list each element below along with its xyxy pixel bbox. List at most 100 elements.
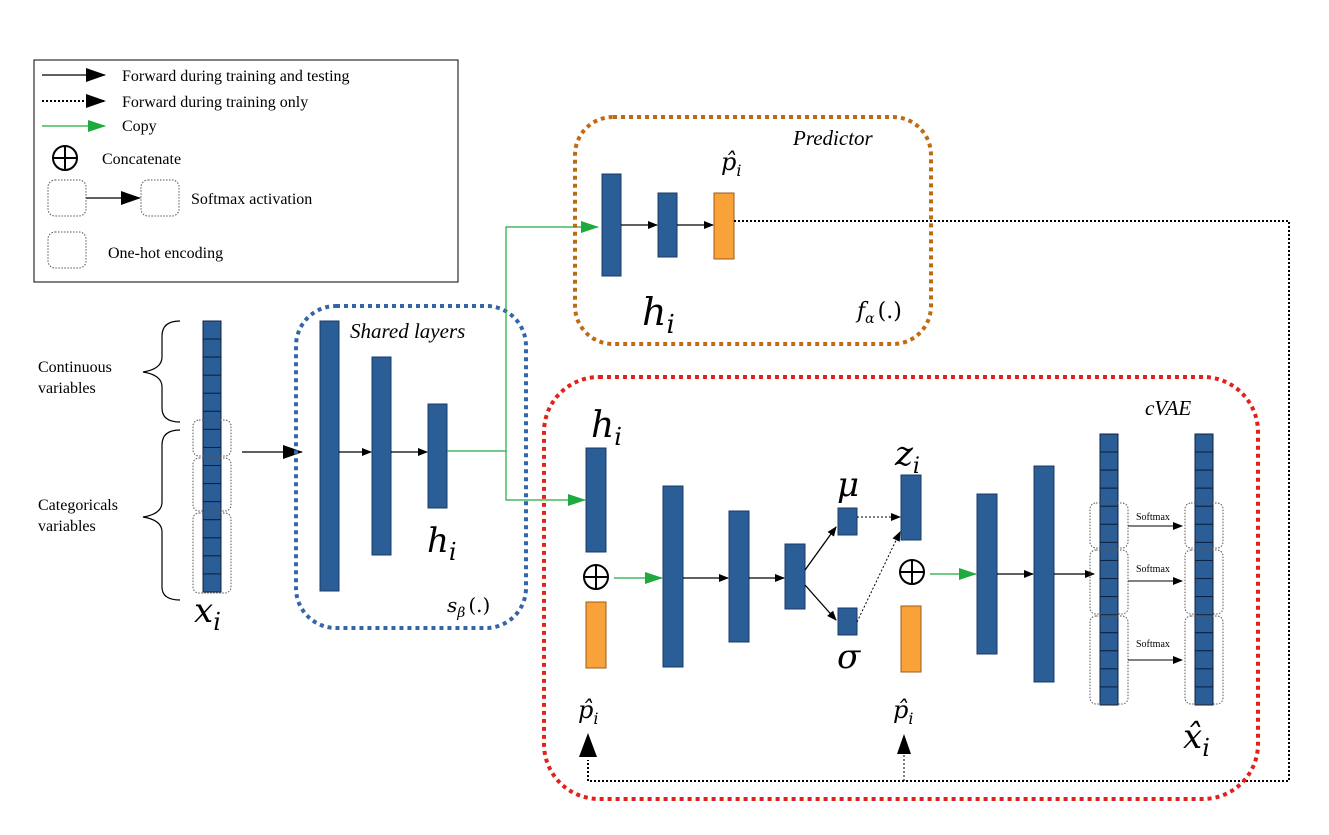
output-vector-cell	[1194, 433, 1214, 453]
predictor-output-p-hat	[713, 192, 735, 260]
decoder-output-cell	[1099, 505, 1119, 525]
decoder-layer-1	[976, 493, 998, 655]
continuous-brace	[142, 320, 181, 423]
predictor-section: Predictor p̂i hi fα(.)	[573, 115, 933, 346]
encoder-layer-2	[728, 510, 750, 643]
output-vector-cell	[1194, 650, 1214, 670]
latent-zi	[900, 474, 922, 541]
input-vector-cell	[202, 320, 222, 340]
shared-layer-2	[371, 356, 392, 556]
decoder-output-vector	[1099, 433, 1119, 706]
concatenate-icon	[52, 145, 78, 171]
decoder-output-cell	[1099, 451, 1119, 471]
cvae-cond-symbol-2: p̂i	[893, 696, 914, 728]
output-group-3	[1184, 615, 1224, 705]
output-vector-cell	[1194, 596, 1214, 616]
cvae-section: cVAE hi p̂i μ σ zi p̂i	[542, 375, 1260, 801]
legend-label-concatenate: Concatenate	[102, 151, 181, 168]
output-vector-cell	[1194, 487, 1214, 507]
feedback-arrowhead-right	[897, 734, 911, 754]
output-symbol-x-hat: x̂i	[1183, 717, 1210, 762]
input-vector-cell	[202, 356, 222, 376]
cvae-concat-icon-1	[583, 564, 609, 590]
input-vector-cell	[202, 465, 222, 485]
legend: Forward during training and testing Forw…	[33, 59, 459, 283]
cvae-concat-icon-2	[899, 559, 925, 585]
decoder-output-cell	[1099, 469, 1119, 489]
copy-to-cvae-arrow	[505, 451, 586, 506]
cvae-input-symbol: hi	[591, 405, 622, 451]
continuous-label-line1: Continuous	[38, 359, 112, 376]
cvae-title: cVAE	[1145, 396, 1191, 420]
cvae-cond-p-hat-1	[585, 601, 607, 669]
input-vector-cell	[202, 338, 222, 358]
decoder-group-2	[1089, 549, 1129, 615]
encoder-to-sigma-arrow	[804, 584, 837, 621]
predictor-border	[573, 115, 933, 346]
cvae-cond-p-hat-2	[900, 605, 922, 673]
input-vector-cell	[202, 483, 222, 503]
legend-label-copy: Copy	[122, 118, 157, 135]
input-vector-cell	[202, 537, 222, 557]
legend-softmax-box-left	[47, 179, 87, 217]
continuous-label-line2: variables	[38, 380, 96, 397]
input-section: Continuous variables Categoricals variab…	[38, 320, 303, 636]
input-vector-cell	[202, 501, 222, 521]
encoder-layer-1	[662, 485, 684, 668]
decoder-output-cell	[1099, 632, 1119, 652]
categorical-brace	[142, 429, 181, 601]
decoder-output-cell	[1099, 614, 1119, 634]
output-vector-x-hat	[1194, 433, 1214, 706]
input-vector-cell	[202, 428, 222, 448]
input-vector-cell	[202, 555, 222, 575]
predictor-function-label: fα(.)	[855, 299, 902, 327]
shared-output-symbol: hi	[427, 521, 457, 566]
output-group-2	[1184, 549, 1224, 615]
shared-function-label: sβ(.)	[447, 593, 490, 621]
feedback-dotted-line	[587, 220, 1290, 782]
onehot-group-2	[192, 457, 232, 512]
predictor-title: Predictor	[792, 126, 874, 150]
legend-label-forward-train-only: Forward during training only	[122, 94, 308, 111]
decoder-output-cell	[1099, 487, 1119, 507]
sigma-to-z-arrow	[856, 531, 901, 623]
input-symbol-xi: xi	[194, 591, 221, 636]
output-vector-cell	[1194, 505, 1214, 525]
shared-layers-title: Shared layers	[350, 319, 465, 343]
output-vector-cell	[1194, 614, 1214, 634]
softmax-label-1: Softmax	[1136, 512, 1170, 523]
predictor-layer-1	[601, 173, 622, 277]
legend-label-softmax: Softmax activation	[191, 191, 312, 208]
encoder-to-mu-arrow	[804, 526, 837, 571]
output-vector-cell	[1194, 686, 1214, 706]
output-vector-cell	[1194, 451, 1214, 471]
decoder-layer-2	[1033, 465, 1055, 683]
softmax-label-3: Softmax	[1136, 639, 1170, 650]
decoder-output-cell	[1099, 541, 1119, 561]
mu-layer	[837, 507, 858, 536]
legend-onehot-box	[47, 231, 87, 269]
shared-layers-section: Shared layers hi sβ(.)	[294, 304, 528, 630]
decoder-output-cell	[1099, 596, 1119, 616]
input-vector-cell	[202, 519, 222, 539]
input-vector-cell	[202, 573, 222, 593]
legend-label-onehot: One-hot encoding	[108, 245, 223, 262]
feedback-connection	[579, 220, 1290, 782]
output-vector-cell	[1194, 559, 1214, 580]
cvae-input-hi	[585, 447, 607, 553]
output-vector-cell	[1194, 541, 1214, 561]
decoder-output-cell	[1099, 686, 1119, 706]
sigma-symbol: σ	[837, 637, 861, 677]
onehot-group-3	[192, 512, 232, 594]
categorical-label-line1: Categoricals	[38, 497, 118, 514]
sigma-layer	[837, 607, 858, 636]
shared-layer-1	[319, 320, 340, 592]
output-group-1	[1184, 502, 1224, 549]
shared-layers-border	[294, 304, 528, 630]
decoder-output-cell	[1099, 559, 1119, 580]
categorical-label-line2: variables	[38, 518, 96, 535]
legend-softmax-box-right	[140, 179, 180, 217]
feedback-arrowhead-left	[579, 733, 597, 757]
predictor-output-symbol: p̂i	[721, 148, 742, 180]
